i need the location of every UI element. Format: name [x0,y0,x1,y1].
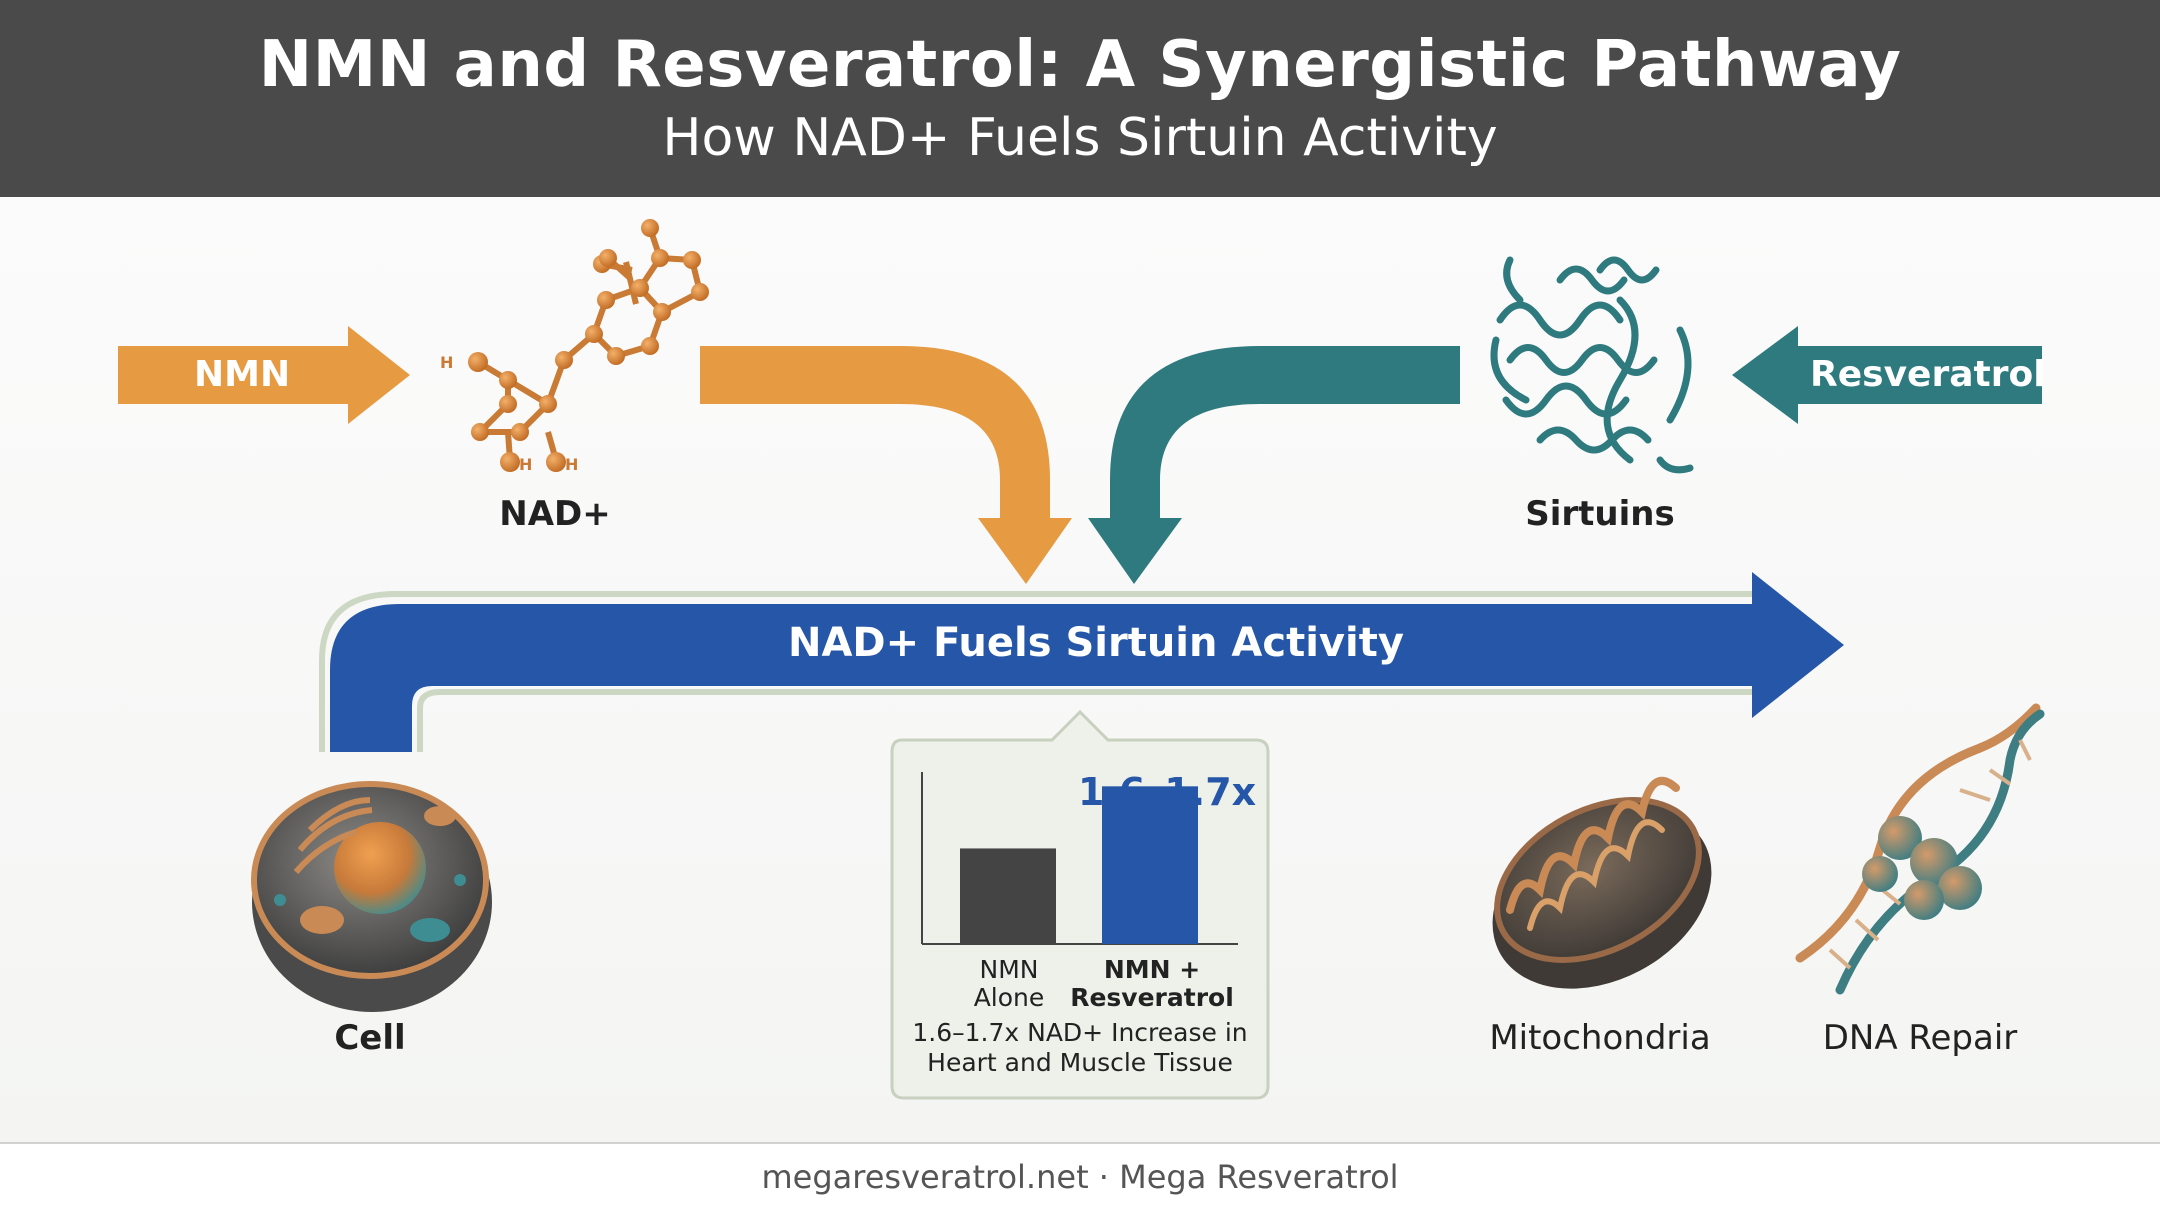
resveratrol-arrow-label: Resveratrol [1810,354,2046,395]
chart-value-label: 1.6–1.7x [1078,770,1257,814]
sirtuins-label: Sirtuins [1525,494,1675,534]
pathway-arrow [330,572,1844,752]
cell-icon [251,781,492,1012]
chart-bar-nmn-alone [960,848,1056,944]
nad-curved-arrow [700,346,1072,584]
footer-divider [0,1142,2160,1144]
chart-category-0-line-2: Alone [973,983,1045,1012]
nmn-arrow-label: NMN [194,354,291,395]
chart-bar-nmn-resveratrol [1102,786,1198,944]
chart-category-label-1: NMN + Resveratrol [1070,956,1234,1012]
nad-h-label-3: H [565,455,578,474]
chart-category-label-0: NMN Alone [950,956,1068,1012]
footer-credit: megaresveratrol.net · Mega Resveratrol [761,1158,1399,1196]
chart-caption-line-2: Heart and Muscle Tissue [927,1048,1233,1077]
page-subtitle: How NAD+ Fuels Sirtuin Activity [662,108,1498,168]
chart-category-1-line-1: NMN + [1103,955,1201,984]
mitochondria-icon [1492,776,1712,989]
nmn-arrow [118,326,410,424]
sirtuin-curved-arrow [1088,346,1460,584]
pathway-label: NAD+ Fuels Sirtuin Activity [788,620,1404,666]
nad-h-label-1: H [440,353,453,372]
dna-repair-label: DNA Repair [1822,1018,2018,1058]
chart-category-0-line-1: NMN [979,955,1039,984]
cell-label: Cell [334,1018,406,1058]
page-title: NMN and Resveratrol: A Synergistic Pathw… [258,28,1902,102]
chart-caption-line-1: 1.6–1.7x NAD+ Increase in [912,1018,1248,1047]
nad-h-label-2: H [519,455,532,474]
sirtuin-protein-icon [1490,256,1694,474]
mitochondria-label: Mitochondria [1489,1018,1711,1058]
nad-label: NAD+ [499,494,611,534]
pathway-arrow-outline [319,591,1752,752]
chart-category-1-line-2: Resveratrol [1070,983,1234,1012]
chart-caption: 1.6–1.7x NAD+ Increase in Heart and Musc… [892,1018,1268,1078]
dna-icon [1795,703,2045,995]
resveratrol-arrow [1732,326,2042,424]
header-banner: NMN and Resveratrol: A Synergistic Pathw… [0,0,2160,197]
nad-molecule-atoms [468,219,709,472]
